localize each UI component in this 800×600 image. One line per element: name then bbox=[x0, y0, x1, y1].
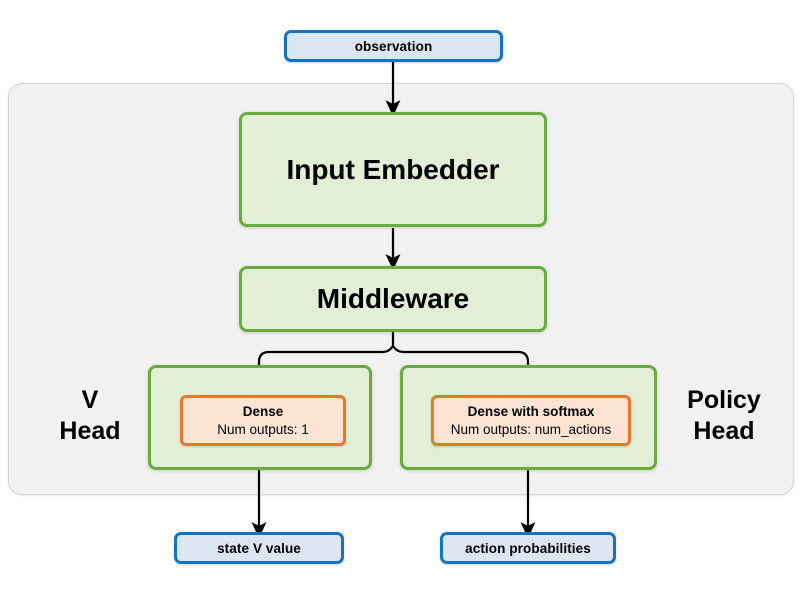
policy-head-label-line2: Head bbox=[693, 416, 755, 445]
policy-head-label: Policy Head bbox=[662, 385, 786, 446]
node-input-embedder[interactable]: Input Embedder bbox=[239, 112, 547, 227]
node-action-probabilities-label: action probabilities bbox=[465, 540, 591, 556]
v-head-dense-subtitle: Num outputs: 1 bbox=[217, 421, 309, 437]
v-head-label: V Head bbox=[38, 385, 142, 446]
v-head-container[interactable]: Dense Num outputs: 1 bbox=[148, 365, 372, 470]
node-action-probabilities[interactable]: action probabilities bbox=[440, 532, 616, 564]
node-observation-label: observation bbox=[354, 38, 433, 54]
policy-head-dense-subtitle: Num outputs: num_actions bbox=[450, 421, 612, 437]
policy-head-dense-title: Dense with softmax bbox=[467, 403, 595, 419]
policy-head-label-line1: Policy bbox=[687, 386, 761, 414]
v-head-label-line2: Head bbox=[59, 416, 121, 445]
policy-head-container[interactable]: Dense with softmax Num outputs: num_acti… bbox=[400, 365, 657, 470]
node-input-embedder-label: Input Embedder bbox=[286, 153, 500, 185]
node-middleware[interactable]: Middleware bbox=[239, 266, 547, 332]
v-head-dense-title: Dense bbox=[242, 403, 284, 419]
node-observation[interactable]: observation bbox=[284, 30, 503, 62]
v-head-dense-box[interactable]: Dense Num outputs: 1 bbox=[180, 395, 346, 446]
v-head-label-line1: V bbox=[81, 386, 99, 414]
node-state-v-value[interactable]: state V value bbox=[174, 532, 344, 564]
node-state-v-value-label: state V value bbox=[217, 540, 301, 556]
node-middleware-label: Middleware bbox=[316, 283, 470, 314]
policy-head-dense-box[interactable]: Dense with softmax Num outputs: num_acti… bbox=[431, 395, 631, 446]
